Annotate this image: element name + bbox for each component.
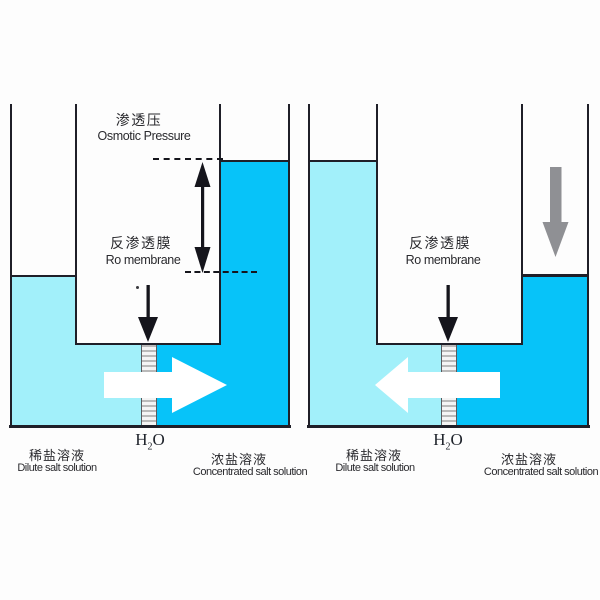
dilute-solution-label-zh: 稀盐溶液: [345, 448, 403, 463]
tank-bottom: [307, 425, 590, 428]
dilute-solution-label-en: Dilute salt solution: [335, 462, 415, 474]
ro-membrane-label-zh: 反渗透膜: [409, 235, 471, 251]
ro-membrane-label-zh: 反渗透膜: [110, 235, 172, 251]
water-formula-label: H2O: [135, 430, 165, 452]
water-sub: 2: [147, 441, 153, 453]
concentrated-solution-label-zh: 浓盐溶液: [210, 452, 268, 467]
ro-membrane-label-en: Ro membrane: [405, 253, 481, 267]
inner-left-wall: [376, 104, 378, 344]
concentrated-column-liquid: [523, 277, 587, 345]
osmotic-pressure-label-zh: 渗透压: [115, 112, 163, 128]
outer-left-wall: [10, 104, 12, 425]
inner-right-wall: [219, 104, 221, 344]
dilute-solution-label-zh: 稀盐溶液: [28, 448, 86, 463]
center-box-bottom: [376, 342, 523, 345]
osmotic-pressure-double-arrow-icon: [194, 162, 211, 273]
center-box-bottom: [75, 342, 221, 345]
outer-left-wall: [308, 104, 310, 425]
applied-pressure-arrow-icon: [542, 167, 569, 257]
osmotic-pressure-label-en: Osmotic Pressure: [97, 129, 191, 143]
dilute-lower-liquid: [12, 345, 149, 425]
concentrated-surface-line: [220, 159, 289, 162]
concentrated-column-liquid: [221, 162, 288, 345]
concentrated-surface-line: [522, 274, 588, 277]
dilute-column-liquid: [310, 162, 376, 345]
dilute-column-liquid: [12, 277, 75, 345]
water-h: H: [433, 430, 446, 449]
dilute-surface-line: [11, 274, 77, 277]
tank-bottom: [9, 425, 291, 428]
water-o: O: [152, 430, 165, 449]
water-o: O: [450, 430, 463, 449]
outer-right-wall: [587, 104, 589, 425]
lower-level-dashed-line: [185, 270, 257, 273]
upper-level-dashed-line: [153, 158, 223, 160]
inner-left-wall: [75, 104, 77, 344]
ro-membrane-element: [441, 345, 457, 425]
reference-dot: [136, 286, 139, 289]
water-h: H: [135, 430, 148, 449]
outer-right-wall: [288, 104, 290, 425]
dilute-lower-liquid: [310, 345, 449, 425]
concentrated-solution-label-en: Concentrated salt solution: [192, 466, 308, 478]
ro-membrane-label-en: Ro membrane: [105, 253, 181, 267]
concentrated-lower-liquid: [449, 345, 587, 425]
inner-right-wall: [521, 104, 523, 344]
dilute-surface-line: [309, 159, 377, 162]
concentrated-solution-label-zh: 浓盐溶液: [500, 452, 558, 467]
dilute-solution-label-en: Dilute salt solution: [17, 462, 97, 474]
water-formula-label: H2O: [433, 430, 463, 452]
ro-membrane-element: [141, 345, 157, 425]
membrane-pointer-arrow-icon: [138, 285, 158, 342]
concentrated-lower-liquid: [149, 345, 288, 425]
concentrated-solution-label-en: Concentrated salt solution: [483, 466, 599, 478]
membrane-pointer-arrow-icon: [438, 285, 458, 342]
water-sub: 2: [445, 441, 451, 453]
